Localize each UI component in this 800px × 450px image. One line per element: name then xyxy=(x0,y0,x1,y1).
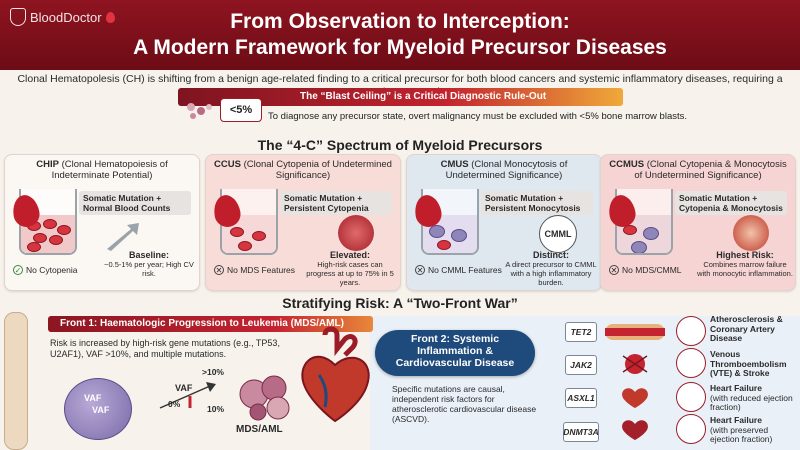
heart-outcome-icon xyxy=(676,414,706,444)
beaker-icon xyxy=(19,189,77,255)
exclusion-text: No MDS/CMML xyxy=(622,265,682,275)
stage-description: Combines marrow failure with monocytic i… xyxy=(697,260,793,278)
clot-icon xyxy=(622,354,648,374)
card-ccus: CCUS (Clonal Cytopenia of Undetermined S… xyxy=(205,154,401,291)
mds-aml-cells-icon xyxy=(239,375,290,421)
stage-heading: Highest Risk: xyxy=(716,250,774,260)
blast-ceiling-banner xyxy=(178,88,623,106)
x-circle-icon: ✕ xyxy=(609,265,619,275)
blast-ceiling-title: The “Blast Ceiling” is a Critical Diagno… xyxy=(300,91,547,102)
exclusion-text: No MDS Features xyxy=(227,265,296,275)
shield-icon xyxy=(10,8,26,26)
stage-description: High-risk cases can progress at up to 75… xyxy=(306,260,394,287)
cytopenia-cell-icon xyxy=(338,215,374,251)
vaf-axis-label: VAF xyxy=(175,383,193,393)
mutation-tag: Somatic Mutation + Normal Blood Counts xyxy=(79,191,191,215)
exclusion-note: ✕ No CMML Features xyxy=(415,265,502,275)
gene-label-dnmt3a: DNMT3A xyxy=(563,422,599,442)
vaf-cell-label: VAF xyxy=(92,405,110,415)
logo-text: BloodDoctor xyxy=(30,9,102,25)
heart-outcome-icon xyxy=(676,382,706,412)
page-title-line1: From Observation to Interception: xyxy=(230,10,570,33)
stage-description: ~0.5-1% per year; High CV risk. xyxy=(104,260,194,278)
card-fullname: (Clonal Cytopenia of Undetermined Signif… xyxy=(240,159,392,181)
spectrum-heading: The “4-C” Spectrum of Myeloid Precursors xyxy=(257,137,543,153)
front2-banner xyxy=(375,330,535,376)
front2-title: Front 2: Systemic Inflammation & Cardiov… xyxy=(395,333,515,369)
outcome-text: Venous Thromboembolism (VTE) & Stroke xyxy=(710,349,798,379)
card-title: CMUS (Clonal Monocytosis of Undetermined… xyxy=(412,159,596,181)
outcome-bold: Atherosclerosis & Coronary Artery Diseas… xyxy=(710,314,783,343)
progress-arrow-icon xyxy=(107,223,139,251)
page-title-line2: A Modern Framework for Myeloid Precursor… xyxy=(133,36,667,59)
heart-failure-icon xyxy=(622,420,648,440)
vaf-gauge-icon xyxy=(159,382,216,409)
card-title: CHIP (Clonal Hematopoiesis of Indetermin… xyxy=(10,159,194,181)
card-ccmus: CCMUS (Clonal Cytopenia & Monocytosis of… xyxy=(600,154,796,291)
card-abbr: CCUS xyxy=(214,159,241,170)
front1-description: Risk is increased by high-risk gene muta… xyxy=(50,338,280,359)
x-circle-icon: ✕ xyxy=(415,265,425,275)
artery-plaque-icon xyxy=(605,324,665,340)
card-cmus: CMUS (Clonal Monocytosis of Undetermined… xyxy=(406,154,602,291)
gene-label-jak2: JAK2 xyxy=(565,355,597,375)
stage-description: A direct precursor to CMML with a high i… xyxy=(505,260,597,287)
mutation-tag: Somatic Mutation + Cytopenia & Monocytos… xyxy=(675,191,787,215)
front1-banner xyxy=(48,316,373,332)
risk-heading: Stratifying Risk: A “Two-Front War” xyxy=(282,295,518,311)
exclusion-text: No Cytopenia xyxy=(26,265,78,275)
front2-description: Specific mutations are causal, independe… xyxy=(392,384,537,424)
outcome-text: Heart Failure(with reduced ejection frac… xyxy=(710,383,798,413)
mds-aml-label: MDS/AML xyxy=(236,424,283,435)
exclusion-note: ✓ No Cytopenia xyxy=(13,265,78,275)
exclusion-text: No CMML Features xyxy=(428,265,502,275)
vaf-mid-label: 10% xyxy=(207,404,225,414)
vaf-low-label: 0% xyxy=(168,399,181,409)
stage-heading: Elevated: xyxy=(329,250,371,260)
outcome-text: Atherosclerosis & Coronary Artery Diseas… xyxy=(710,314,798,344)
card-abbr: CHIP xyxy=(36,159,59,170)
logo: BloodDoctor xyxy=(10,8,115,26)
card-title: CCUS (Clonal Cytopenia of Undetermined S… xyxy=(211,159,395,181)
outcome-detail: (with preserved ejection fraction) xyxy=(710,424,773,444)
blood-drop-icon xyxy=(105,11,115,23)
check-circle-icon: ✓ xyxy=(13,265,23,275)
brain-outcome-icon xyxy=(676,348,706,378)
heart-icon xyxy=(301,326,370,423)
stage-heading: Distinct: xyxy=(533,250,569,260)
outcome-bold: Venous Thromboembolism (VTE) & Stroke xyxy=(710,349,787,378)
outcome-bold: Heart Failure xyxy=(710,383,762,393)
gene-label-tet2: TET2 xyxy=(565,322,597,342)
outcome-detail: (with reduced ejection fraction) xyxy=(710,392,793,412)
x-circle-icon: ✕ xyxy=(214,265,224,275)
mutation-tag: Somatic Mutation + Persistent Monocytosi… xyxy=(481,191,593,215)
card-abbr: CCMUS xyxy=(609,159,645,170)
vaf-high-label: >10% xyxy=(202,367,224,377)
vaf-cell-icon xyxy=(64,378,132,440)
card-fullname: (Clonal Monocytosis of Undetermined Sign… xyxy=(445,159,568,181)
header-banner xyxy=(0,0,800,70)
exclusion-note: ✕ No MDS/CMML xyxy=(609,265,682,275)
outcome-bold: Heart Failure xyxy=(710,415,762,425)
cmml-badge: CMML xyxy=(539,215,577,253)
blast-cells-icon xyxy=(187,103,212,119)
blast-threshold-badge: <5% xyxy=(220,98,262,122)
mutation-tag: Somatic Mutation + Persistent Cytopenia xyxy=(280,191,392,215)
card-fullname: (Clonal Cytopenia & Monocytosis of Undet… xyxy=(634,159,787,181)
bone-marrow-icon xyxy=(733,215,769,251)
stage-heading: Baseline: xyxy=(128,250,170,260)
blast-ceiling-description: To diagnose any precursor state, overt m… xyxy=(268,111,688,122)
exclusion-note: ✕ No MDS Features xyxy=(214,265,295,275)
card-chip: CHIP (Clonal Hematopoiesis of Indetermin… xyxy=(4,154,200,291)
card-title: CCMUS (Clonal Cytopenia & Monocytosis of… xyxy=(606,159,790,181)
card-fullname: (Clonal Hematopoiesis of Indeterminate P… xyxy=(51,159,168,181)
outcome-text: Heart Failure(with preserved ejection fr… xyxy=(710,415,798,445)
bone-icon xyxy=(4,312,28,450)
card-abbr: CMUS xyxy=(440,159,469,170)
front1-title: Front 1: Haematologic Progression to Leu… xyxy=(60,318,344,329)
gene-label-asxl1: ASXL1 xyxy=(565,388,597,408)
heart-outcome-icon xyxy=(676,316,706,346)
vaf-cell-label: VAF xyxy=(84,393,102,403)
heart-failure-icon xyxy=(622,388,648,408)
